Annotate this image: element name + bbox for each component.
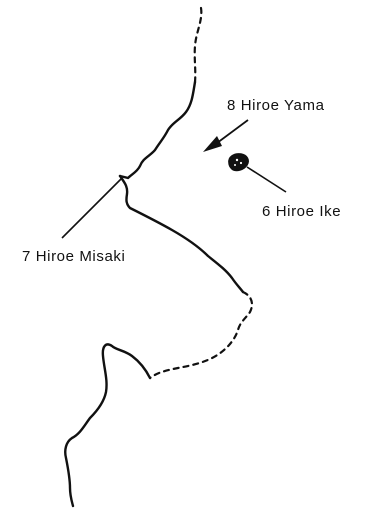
leader-line-misaki <box>61 177 123 239</box>
arrow-head-yama <box>203 136 222 152</box>
label-hiroe-yama: 8 Hiroe Yama <box>227 97 325 114</box>
label-hiroe-misaki: 7 Hiroe Misaki <box>22 248 125 265</box>
pond-texture-dot <box>234 164 236 166</box>
pond-texture-dot <box>235 158 239 162</box>
pond-marker <box>228 153 249 172</box>
label-hiroe-ike: 6 Hiroe Ike <box>262 203 341 220</box>
pond-texture-dot <box>239 161 243 165</box>
leader-line-ike <box>246 166 287 193</box>
boundary-dashed-right <box>148 290 254 380</box>
coastline-middle <box>118 174 245 294</box>
boundary-dashed-top <box>193 6 203 84</box>
coastline-upper <box>118 80 197 180</box>
coastline-lower <box>64 343 152 508</box>
